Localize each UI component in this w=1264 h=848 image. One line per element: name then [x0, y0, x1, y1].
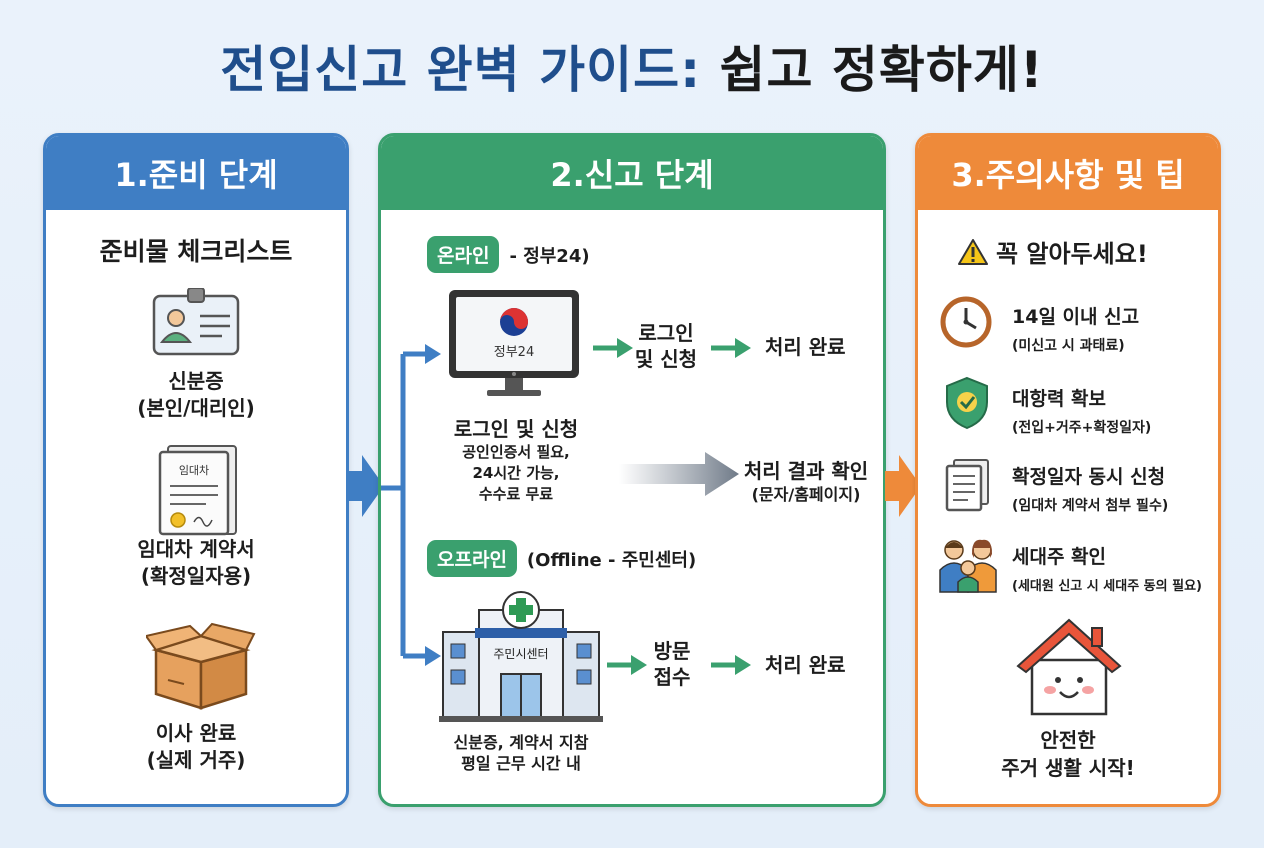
tip-item-household: 세대주 확인 (세대원 신고 시 세대주 동의 필요)	[1012, 542, 1202, 594]
report-panel: 2.신고 단계 온라인 - 정부24) 정부24 로그인 및 신청 처리 완료 …	[378, 133, 886, 807]
tip-household-sub: (세대원 신고 시 세대주 동의 필요)	[1012, 579, 1202, 594]
tip-household-title: 세대주 확인	[1012, 546, 1107, 568]
contract-label: 임대차 계약서	[137, 537, 255, 561]
tip-fixed-date-title: 확정일자 동시 신청	[1012, 466, 1166, 488]
monitor-text: 정부24	[494, 345, 534, 360]
building-sign: 주민시센터	[493, 647, 548, 661]
closing-line1: 안전한	[1040, 728, 1096, 752]
tips-subtitle: 꼭 알아두세요!	[996, 240, 1148, 268]
online-step-login-line2: 및 신청	[634, 347, 698, 371]
monitor-icon: 정부24	[449, 290, 579, 396]
offline-pill: 오프라인	[427, 540, 517, 577]
report-header: 2.신고 단계	[381, 136, 883, 210]
page-title: 전입신고 완벽 가이드: 쉽고 정확하게!	[0, 30, 1264, 102]
online-caption-line3: 수수료 무료	[478, 485, 554, 503]
offline-row: 오프라인 (Offline - 주민센터)	[427, 540, 696, 577]
document-icon	[945, 459, 989, 512]
result-check: 처리 결과 확인 (문자/홈페이지)	[739, 458, 873, 505]
offline-caption-line1: 신분증, 계약서 지참	[453, 733, 589, 752]
lease-contract-icon: 임대차	[158, 445, 237, 536]
arrow-online-2	[711, 338, 751, 358]
result-title: 처리 결과 확인	[743, 459, 869, 483]
tips-subtitle-row: 꼭 알아두세요!	[958, 234, 1148, 269]
online-caption: 로그인 및 신청 공인인증서 필요, 24시간 가능, 수수료 무료	[431, 416, 601, 505]
closing-message: 안전한 주거 생활 시작!	[918, 726, 1218, 782]
offline-step-visit-line2: 접수	[653, 665, 691, 689]
prep-panel: 1.준비 단계 준비물 체크리스트 신분증 (본인/대리인) 임대차 임대차 계…	[43, 133, 349, 807]
smiling-house-icon	[1016, 618, 1122, 716]
contract-sublabel: (확정일자용)	[140, 564, 252, 588]
offline-step-done: 처리 완료	[765, 653, 846, 677]
online-step-login-line1: 로그인	[638, 321, 694, 345]
title-part1: 전입신고 완벽 가이드:	[220, 41, 702, 99]
offline-caption-line2: 평일 근무 시간 내	[461, 754, 581, 773]
result-sub: (문자/홈페이지)	[751, 485, 861, 504]
online-step-login: 로그인 및 신청	[631, 320, 701, 372]
warning-icon	[958, 238, 988, 265]
arrow-online-1	[593, 338, 633, 358]
id-card-label: 신분증	[168, 369, 224, 393]
closing-line2: 주거 생활 시작!	[1001, 756, 1135, 780]
offline-step-visit: 방문 접수	[647, 638, 697, 690]
arrow-report-to-tips	[885, 455, 921, 517]
family-icon	[939, 539, 997, 593]
prep-item-moving: 이사 완료 (실제 거주)	[46, 720, 346, 774]
online-caption-line1: 공인인증서 필요,	[462, 443, 570, 461]
title-part2: 쉽고 정확하게!	[719, 41, 1044, 99]
moving-sublabel: (실제 거주)	[146, 748, 246, 772]
online-caption-title: 로그인 및 신청	[453, 417, 579, 441]
online-caption-line2: 24시간 가능,	[472, 464, 560, 482]
id-card-icon	[152, 288, 240, 356]
tips-header: 3.주의사항 및 팁	[918, 136, 1218, 210]
tip-deadline-sub: (미신고 시 과태료)	[1012, 338, 1125, 354]
arrow-result	[619, 452, 739, 496]
arrow-prep-to-report	[348, 455, 384, 517]
arrow-offline-2	[711, 655, 751, 675]
shield-check-icon	[946, 376, 988, 430]
online-step-done: 처리 완료	[765, 335, 846, 359]
contract-doc-text: 임대차	[179, 464, 209, 477]
moving-label: 이사 완료	[155, 721, 237, 745]
online-pill: 온라인	[427, 236, 500, 273]
tip-deadline-title: 14일 이내 신고	[1012, 306, 1140, 328]
prep-item-id: 신분증 (본인/대리인)	[46, 368, 346, 422]
offline-step-visit-line1: 방문	[653, 639, 691, 663]
moving-box-icon	[146, 622, 256, 710]
tip-protection-sub: (전입+거주+확정일자)	[1012, 420, 1152, 436]
tip-item-protection: 대항력 확보 (전입+거주+확정일자)	[1012, 384, 1151, 437]
tip-item-deadline: 14일 이내 신고 (미신고 시 과태료)	[1012, 302, 1139, 355]
tip-protection-title: 대항력 확보	[1012, 388, 1107, 410]
tips-panel: 3.주의사항 및 팁 꼭 알아두세요! 14일 이내 신고 (미신고 시 과태료…	[915, 133, 1221, 807]
tip-item-fixed-date: 확정일자 동시 신청 (임대차 계약서 첨부 필수)	[1012, 462, 1168, 515]
community-center-icon: 주민시센터	[439, 591, 603, 722]
online-row: 온라인 - 정부24)	[427, 236, 590, 273]
tip-fixed-date-sub: (임대차 계약서 첨부 필수)	[1012, 498, 1169, 514]
arrow-offline-1	[607, 655, 647, 675]
branch-arrows	[381, 344, 441, 666]
online-note: - 정부24)	[509, 245, 590, 267]
clock-icon	[940, 296, 992, 348]
id-card-sublabel: (본인/대리인)	[137, 396, 255, 420]
offline-caption: 신분증, 계약서 지참 평일 근무 시간 내	[431, 732, 611, 774]
prep-header: 1.준비 단계	[46, 136, 346, 210]
prep-subtitle: 준비물 체크리스트	[99, 237, 293, 266]
prep-item-contract: 임대차 계약서 (확정일자용)	[46, 536, 346, 590]
offline-note: (Offline - 주민센터)	[526, 549, 697, 571]
